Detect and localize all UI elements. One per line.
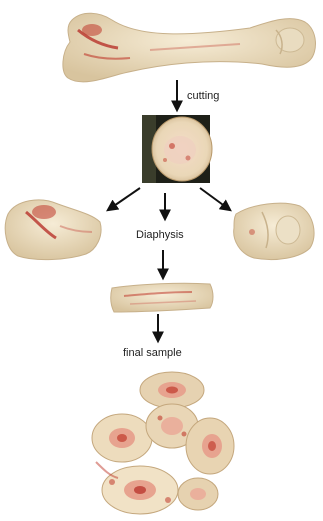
final-sample-image xyxy=(92,372,234,514)
distal-epiphysis-image xyxy=(234,203,314,259)
cutting-label: cutting xyxy=(187,90,219,102)
diaphysis-shaft-image xyxy=(111,283,213,312)
arrow-to-proximal-epiphysis xyxy=(108,188,140,210)
final-sample-label: final sample xyxy=(123,347,182,359)
whole-bone-image xyxy=(63,13,316,82)
arrow-to-distal-epiphysis xyxy=(200,188,230,210)
cut-bone-end-image xyxy=(142,115,212,183)
diaphysis-label: Diaphysis xyxy=(136,229,184,241)
proximal-epiphysis-image xyxy=(5,200,101,260)
